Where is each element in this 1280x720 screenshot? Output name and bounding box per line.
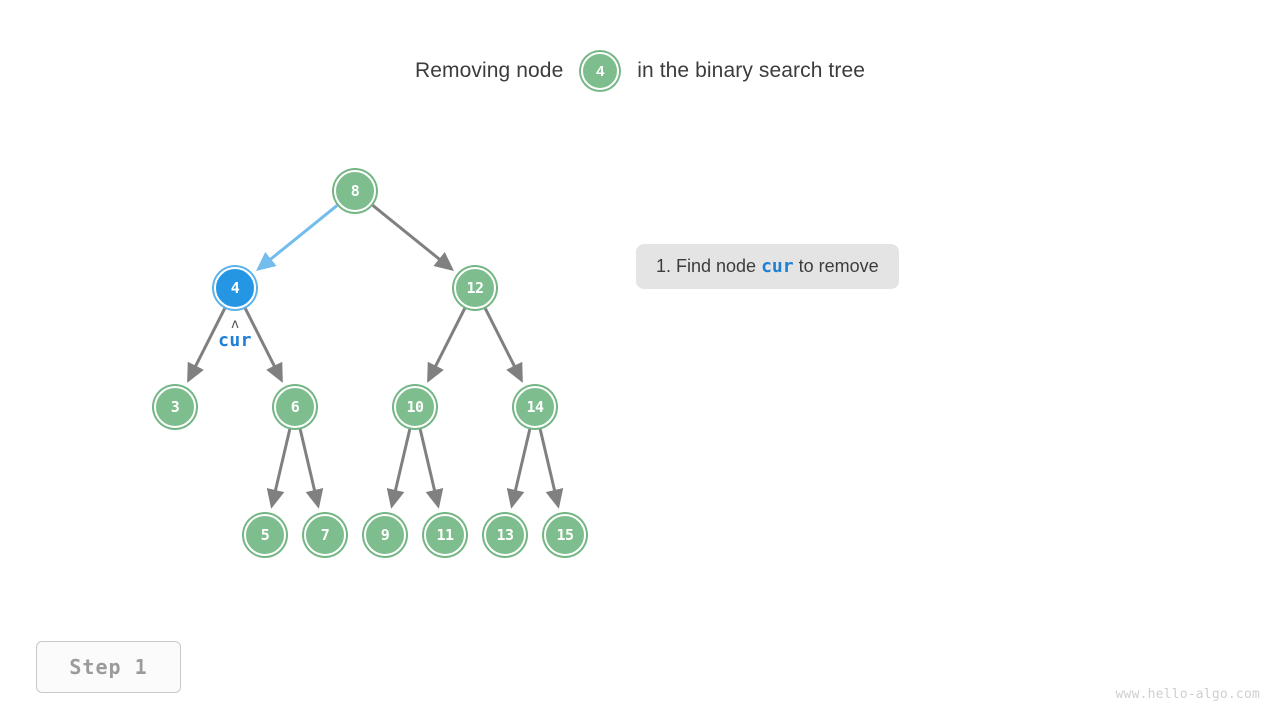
tree-edge-4-to-6 <box>243 306 283 383</box>
page-title-suffix: in the binary search tree <box>631 59 866 82</box>
tree-edge-12-to-10 <box>427 306 467 383</box>
page-title-prefix: Removing node <box>414 59 570 82</box>
tree-node-4: 4 <box>214 267 256 309</box>
tree-edge-12-to-14 <box>483 306 523 383</box>
tree-edge-14-to-13 <box>506 428 532 509</box>
step-indicator: Step 1 <box>36 641 181 693</box>
tree-edge-8-to-12 <box>371 203 455 272</box>
tree-edge-6-to-7 <box>298 428 324 509</box>
tree-node-12: 12 <box>454 267 496 309</box>
tree-node-14: 14 <box>514 386 556 428</box>
caption-suffix: to remove <box>793 256 879 276</box>
tree-edge-10-to-11 <box>418 428 444 509</box>
cur-caret-icon: ʌ <box>231 317 239 332</box>
caption-prefix: 1. Find node <box>656 256 762 276</box>
tree-node-9: 9 <box>364 514 406 556</box>
caption-keyword-cur: cur <box>761 256 794 277</box>
tree-node-15: 15 <box>544 514 586 556</box>
tree-node-3: 3 <box>154 386 196 428</box>
tree-edge-4-to-3 <box>187 306 227 383</box>
tree-edge-6-to-5 <box>266 428 292 509</box>
cur-pointer-label: cur <box>218 330 252 351</box>
cur-pointer-annotation: ʌ cur <box>218 317 252 352</box>
tree-edge-10-to-9 <box>386 428 412 509</box>
page-title: Removing node 4 in the binary search tre… <box>0 52 1280 90</box>
tree-node-10: 10 <box>394 386 436 428</box>
site-watermark: www.hello-algo.com <box>1115 687 1260 702</box>
tree-edge-8-to-4 <box>255 203 339 272</box>
tree-node-5: 5 <box>244 514 286 556</box>
tree-node-6: 6 <box>274 386 316 428</box>
tree-edge-14-to-15 <box>538 428 564 509</box>
step-description-box: 1. Find node cur to remove <box>636 244 899 289</box>
tree-node-7: 7 <box>304 514 346 556</box>
tree-node-13: 13 <box>484 514 526 556</box>
tree-node-11: 11 <box>424 514 466 556</box>
tree-node-8: 8 <box>334 170 376 212</box>
title-node-badge: 4 <box>581 52 620 90</box>
